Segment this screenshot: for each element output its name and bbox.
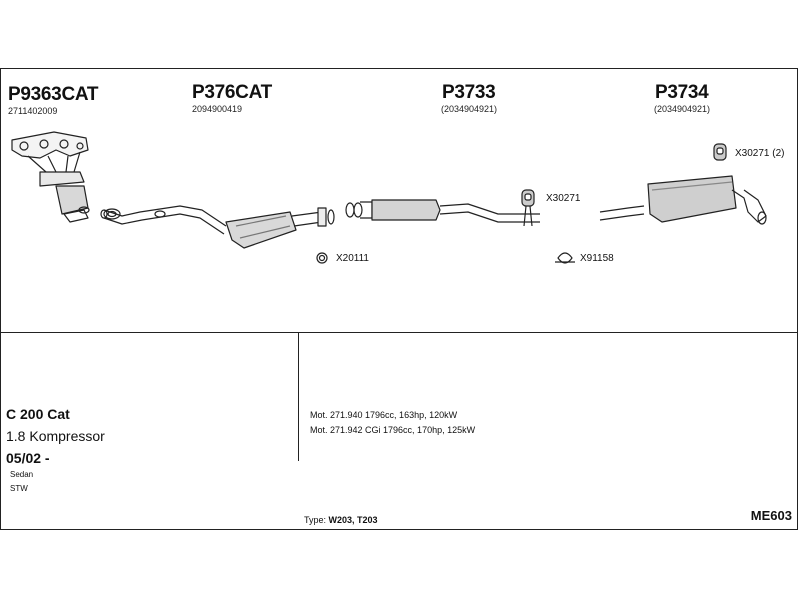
vehicle-model: C 200 Cat	[6, 406, 70, 422]
rear-silencer-drawing	[599, 175, 767, 225]
part-number-p9363cat: 2711402009	[8, 106, 58, 116]
clamp-x91158-drawing	[555, 252, 575, 264]
vehicle-date: 05/02 -	[6, 450, 50, 466]
divider-vertical	[298, 333, 299, 461]
middle-pipe-drawing	[345, 199, 540, 223]
accessory-x30271-2-label: X30271 (2)	[735, 148, 785, 159]
part-code-p376cat: P376CAT	[192, 82, 272, 103]
part-code-p3733: P3733	[442, 82, 496, 103]
accessory-x91158-label: X91158	[580, 253, 614, 264]
hanger-x30271-drawing	[521, 189, 535, 227]
diagram-frame	[0, 68, 798, 530]
vehicle-engine: 1.8 Kompressor	[6, 428, 105, 444]
accessory-x30271-label: X30271	[546, 193, 581, 204]
vehicle-type-row: Type: W203, T203	[304, 515, 378, 525]
part-number-p3734: (2034904921)	[654, 104, 711, 114]
type-label: Type:	[304, 515, 327, 525]
reference-code: ME603	[750, 508, 792, 523]
motor-spec-2: Mot. 271.942 CGi 1796cc, 170hp, 125kW	[310, 425, 476, 435]
hanger-x30271-2-drawing	[713, 143, 727, 161]
accessory-x20111-label: X20111	[336, 253, 369, 264]
part-code-p9363cat: P9363CAT	[8, 84, 99, 105]
vehicle-body-stw: STW	[10, 484, 28, 493]
manifold-catalyst-drawing	[11, 131, 90, 223]
vehicle-body-sedan: Sedan	[10, 470, 34, 479]
divider-horizontal	[0, 332, 797, 333]
part-code-p3734: P3734	[655, 82, 709, 103]
front-pipe-catalyst-drawing	[100, 205, 335, 249]
ring-x20111-drawing	[316, 252, 328, 264]
type-value: W203, T203	[328, 515, 378, 525]
motor-spec-1: Mot. 271.940 1796cc, 163hp, 120kW	[310, 410, 458, 420]
part-number-p376cat: 2094900419	[192, 104, 243, 114]
part-number-p3733: (2034904921)	[441, 104, 498, 114]
